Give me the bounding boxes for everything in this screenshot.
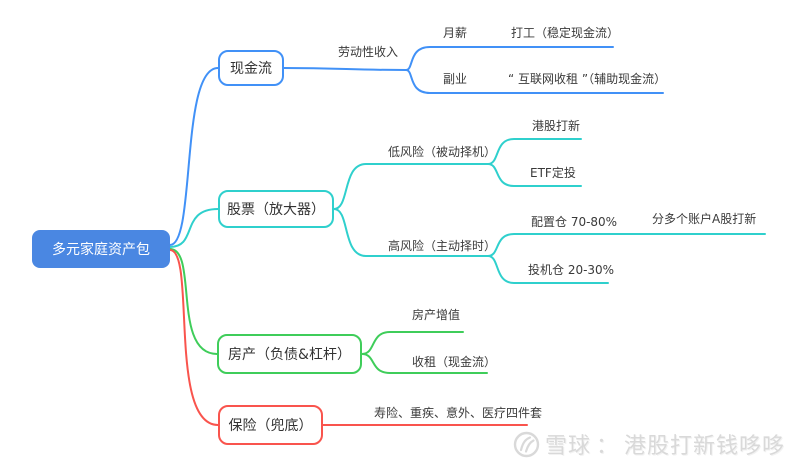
edge-house-rent: [361, 353, 488, 374]
edge-stock-highrisk: [333, 208, 489, 257]
edge-cashflow-fork: [283, 67, 407, 71]
label-etf-invest[interactable]: ETF定投: [530, 166, 576, 180]
node-cashflow[interactable]: 现金流: [218, 50, 284, 86]
label-multi-account-ipo[interactable]: 分多个账户A股打新: [652, 212, 757, 226]
edge-monthly-salary-line: [405, 46, 614, 71]
edge-root-stock: [169, 208, 219, 248]
edge-lowrisk-hkipo: [487, 138, 582, 165]
label-monthly-salary[interactable]: 月薪: [443, 26, 468, 40]
watermark-colon: ：: [596, 434, 620, 459]
label-allocation-position[interactable]: 配置仓 70-80%: [531, 215, 618, 229]
label-side-business[interactable]: 副业: [443, 72, 468, 86]
edge-highrisk-allocation: [487, 233, 766, 257]
label-labor-income[interactable]: 劳动性收入: [338, 45, 399, 59]
node-insurance[interactable]: 保险（兜底）: [218, 405, 323, 445]
edge-root-insurance: [169, 249, 219, 426]
watermark-brand: 雪球: [545, 434, 592, 459]
edge-root-cashflow: [169, 67, 219, 246]
edge-house-appreciation: [361, 331, 464, 355]
node-stock[interactable]: 股票（放大器）: [218, 190, 334, 228]
label-hk-ipo[interactable]: 港股打新: [532, 119, 581, 133]
label-rent-income[interactable]: 收租（现金流）: [412, 355, 497, 369]
label-speculation-position[interactable]: 投机仓 20-30%: [528, 263, 615, 277]
node-root[interactable]: 多元家庭资产包: [32, 230, 170, 268]
label-wage-job[interactable]: 打工（稳定现金流）: [511, 26, 620, 40]
xueqiu-logo-icon: [513, 431, 540, 457]
label-low-risk[interactable]: 低风险（被动择机）: [388, 145, 497, 159]
watermark-account: 港股打新钱哆哆: [624, 434, 786, 459]
label-insurance-suite[interactable]: 寿险、重疾、意外、医疗四件套: [374, 406, 543, 420]
label-property-appreciation[interactable]: 房产增值: [412, 308, 461, 322]
edge-highrisk-speculation: [487, 255, 609, 284]
node-house[interactable]: 房产（负债&杠杆）: [217, 334, 362, 374]
edge-stock-lowrisk: [333, 163, 489, 210]
label-internet-rent[interactable]: “ 互联网收租 ”（辅助现金流）: [508, 72, 667, 86]
edge-side-business-line: [405, 69, 664, 94]
watermark: 雪球：港股打新钱哆哆: [513, 428, 785, 460]
edge-lowrisk-etf: [487, 163, 582, 187]
label-high-risk[interactable]: 高风险（主动择时）: [388, 239, 497, 253]
edge-root-house: [169, 248, 218, 355]
